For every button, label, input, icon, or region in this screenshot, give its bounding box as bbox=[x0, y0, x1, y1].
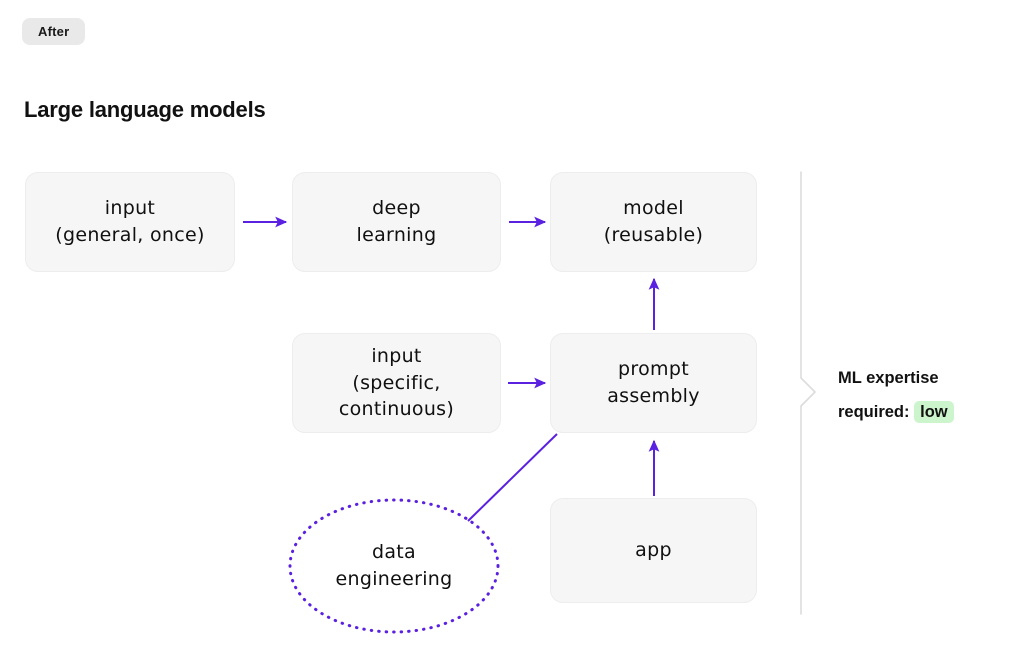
ml-expertise-annotation: ML expertise required: low bbox=[838, 362, 1018, 430]
node-label: input (general, once) bbox=[55, 197, 205, 246]
scope-brace bbox=[800, 171, 816, 615]
node-label: prompt assembly bbox=[607, 358, 700, 407]
status-badge: After bbox=[22, 18, 86, 45]
node-label: input (specific, continuous) bbox=[338, 344, 455, 421]
node-app[interactable]: app bbox=[550, 498, 757, 603]
node-label: data engineering bbox=[335, 541, 453, 590]
expertise-level-badge: low bbox=[914, 400, 954, 423]
annotation-line-2: required: low bbox=[838, 396, 1018, 430]
node-input-specific[interactable]: input (specific, continuous) bbox=[292, 333, 501, 433]
edge-data-engineering-to-prompt-assembly bbox=[467, 433, 558, 522]
node-label: model (reusable) bbox=[603, 197, 704, 246]
page-title: Large language models bbox=[24, 96, 266, 122]
annotation-line-1: ML expertise bbox=[838, 369, 939, 387]
node-data-engineering[interactable]: data engineering bbox=[290, 500, 498, 632]
annotation-label: required: bbox=[838, 402, 910, 421]
node-model[interactable]: model (reusable) bbox=[550, 172, 757, 272]
node-label: deep learning bbox=[356, 197, 437, 246]
node-prompt-assembly[interactable]: prompt assembly bbox=[550, 333, 757, 433]
node-label: app bbox=[635, 539, 672, 562]
node-input-general[interactable]: input (general, once) bbox=[25, 172, 235, 272]
node-deep-learning[interactable]: deep learning bbox=[292, 172, 501, 272]
